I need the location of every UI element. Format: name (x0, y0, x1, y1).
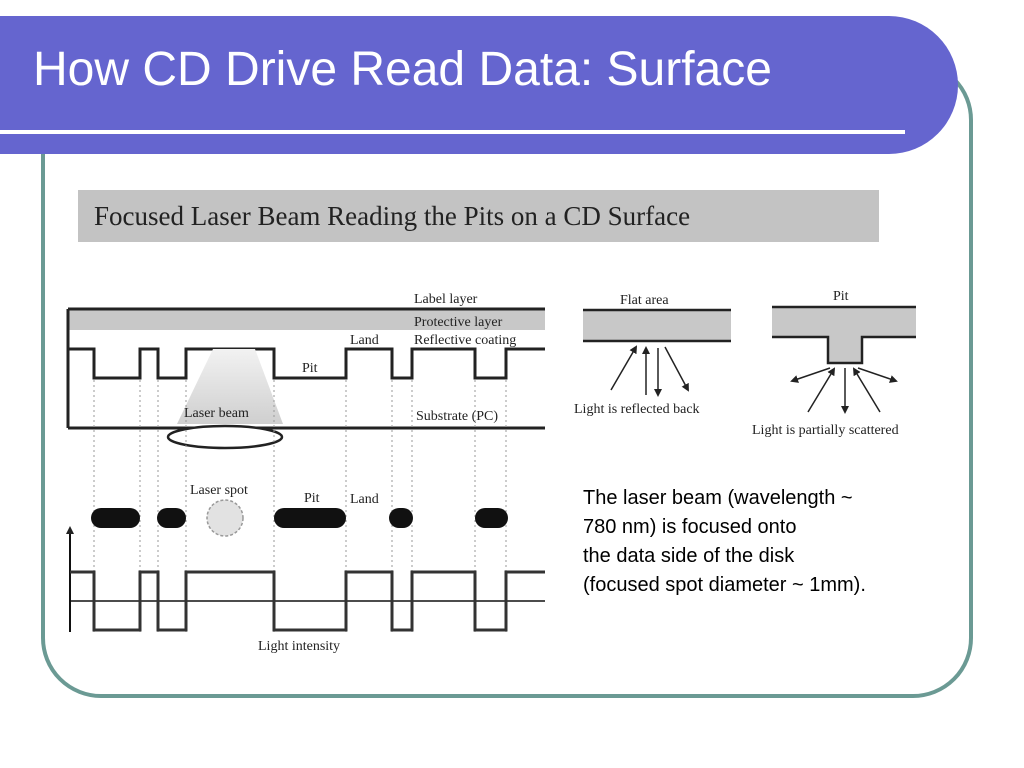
laser-spot-circle (206, 499, 244, 537)
caption-line: 780 nm) is focused onto (583, 516, 797, 538)
laser-beam-label: Laser beam (184, 406, 249, 421)
partially-scattered-label: Light is partially scattered (752, 423, 899, 438)
incoming-ray (807, 367, 836, 413)
flat-area-block (583, 310, 731, 341)
land-label-mid: Land (350, 492, 379, 507)
pit-block-bottom-line (772, 335, 916, 365)
reflective-track (68, 347, 545, 380)
scattered-ray (790, 367, 831, 383)
title-bar (0, 16, 958, 154)
label-layer-band (68, 309, 545, 330)
caption-line: The laser beam (wavelength ~ (583, 487, 853, 509)
laser-spot-label: Laser spot (190, 483, 248, 498)
reflective-coating-label: Reflective coating (414, 333, 516, 348)
laser-beam-cone (177, 349, 283, 424)
flat-area-label: Flat area (620, 293, 669, 308)
land-label-top: Land (350, 333, 379, 348)
diagram-banner: Focused Laser Beam Reading the Pits on a… (78, 190, 879, 242)
pit-row (91, 508, 508, 528)
pit-scatter-diagram: Pit Light is partially scattered (752, 289, 916, 438)
pit-mark (91, 508, 140, 528)
pit-mark (389, 508, 413, 528)
light-intensity-label: Light intensity (258, 639, 340, 654)
pit-block (772, 307, 916, 363)
reflected-ray (664, 346, 689, 392)
reflected-back-label: Light is reflected back (574, 402, 700, 417)
caption-text: The laser beam (wavelength ~ 780 nm) is … (583, 484, 963, 600)
scattered-ray (857, 367, 898, 383)
label-layer-label: Label layer (414, 292, 478, 307)
pit-label-mid: Pit (304, 491, 320, 506)
substrate-label: Substrate (PC) (416, 409, 498, 424)
caption-line: (focused spot diameter ~ 1mm). (583, 574, 866, 596)
pit-mark (475, 508, 508, 528)
slide-title: How CD Drive Read Data: Surface (33, 43, 772, 96)
flat-area-diagram: Flat area Light is reflected back (574, 293, 731, 417)
pit-mark (157, 508, 186, 528)
laser-beam-focus (166, 424, 284, 450)
incoming-ray (610, 345, 638, 391)
pit-label-top: Pit (302, 361, 318, 376)
caption-line: the data side of the disk (583, 545, 795, 567)
protective-layer-label: Protective layer (414, 315, 503, 330)
incoming-ray (852, 367, 881, 413)
pit-mark (274, 508, 346, 528)
light-intensity-plot (66, 526, 545, 632)
title-underline (0, 130, 905, 134)
intensity-signal (70, 570, 545, 632)
disk-cross-section (66, 307, 545, 450)
pit-label-right: Pit (833, 289, 849, 304)
